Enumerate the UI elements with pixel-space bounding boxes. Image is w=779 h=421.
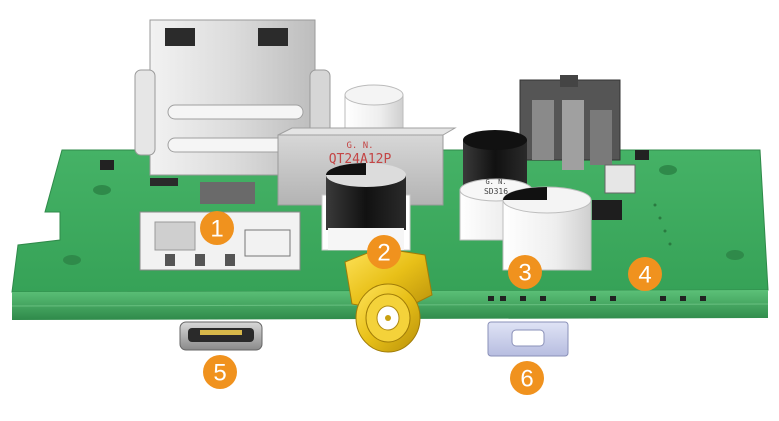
marker-label-6: 6 [520,366,533,393]
markers-layer: 1 2 3 4 5 6 [200,211,662,395]
marker-1[interactable]: 1 [200,211,234,245]
terminal-block [519,75,636,194]
marker-circle-2 [367,235,401,269]
smd-chips [100,150,649,220]
marker-6[interactable]: 6 [510,361,544,395]
marker-label-3: 3 [518,260,531,287]
marker-label-4: 4 [638,262,651,289]
relay-model-label: QT24A12P [329,152,392,167]
cap-brand-label: G. N. [485,178,506,186]
capacitor-black [321,163,411,251]
micro-usb-port [179,321,263,351]
marker-circle-4 [628,257,662,291]
marker-4[interactable]: 4 [628,257,662,291]
marker-circle-3 [508,255,542,289]
marker-3[interactable]: 3 [508,255,542,289]
marker-label-5: 5 [213,360,226,387]
side-button [487,321,569,357]
marker-5[interactable]: 5 [203,355,237,389]
sma-antenna-connector [344,247,433,353]
cap-model-label: SD316 [484,187,508,196]
marker-label-1: 1 [210,216,223,243]
marker-circle-5 [203,355,237,389]
relay-brand-label: G. N. [346,141,373,151]
marker-circle-1 [200,211,234,245]
marker-circle-6 [510,361,544,395]
marker-2[interactable]: 2 [367,235,401,269]
marker-label-2: 2 [377,240,390,267]
smd-pads [488,203,706,301]
